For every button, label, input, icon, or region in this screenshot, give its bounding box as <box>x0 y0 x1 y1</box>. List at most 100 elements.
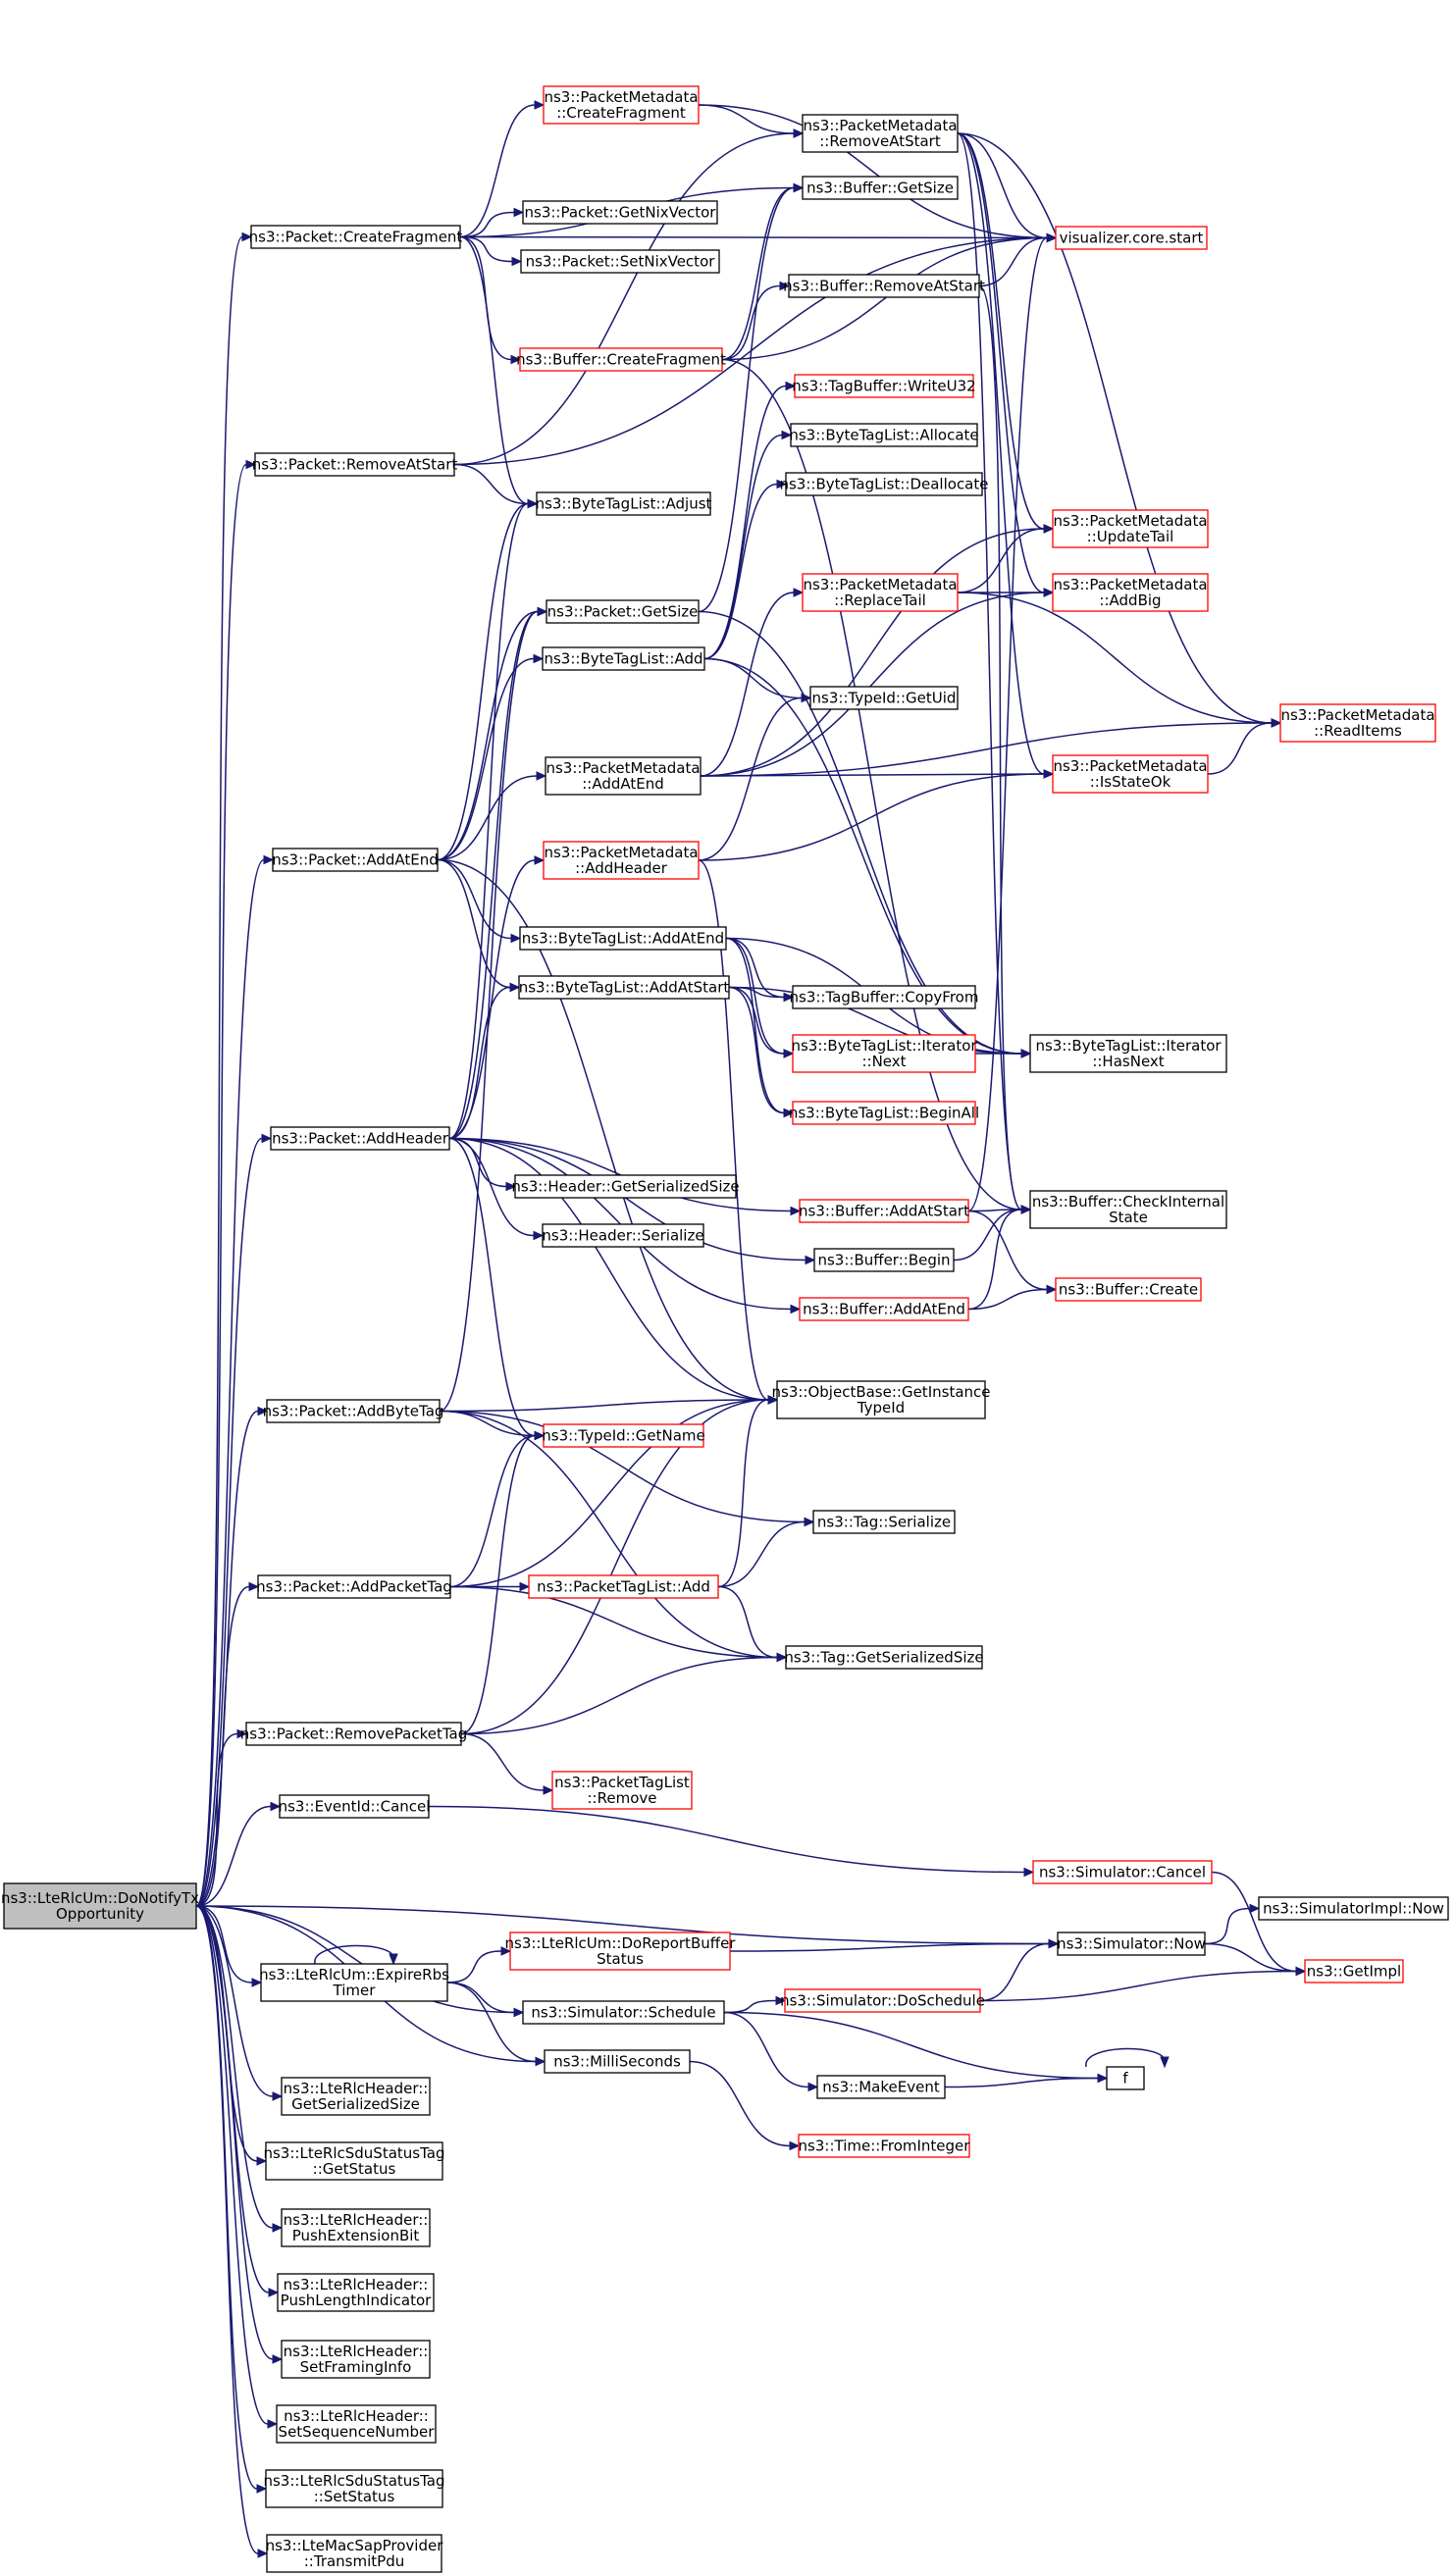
function-node-pli[interactable]: ns3::LteRlcHeader::PushLengthIndicator <box>277 2273 435 2312</box>
function-node-tser[interactable]: ns3::Tag::Serialize <box>812 1510 956 1534</box>
function-node-btlal[interactable]: ns3::ByteTagList::Allocate <box>789 423 979 447</box>
function-node-mkev[interactable]: ns3::MakeEvent <box>816 2075 946 2099</box>
function-node-hgss2[interactable]: ns3::Header::GetSerializedSize <box>511 1174 740 1199</box>
function-node-label: ::RemoveAtStart <box>819 132 941 150</box>
function-node-tgn[interactable]: ns3::TypeId::GetName <box>542 1423 705 1448</box>
function-node-simimpl[interactable]: ns3::SimulatorImpl::Now <box>1258 1896 1449 1921</box>
function-node-pmras[interactable]: ns3::PacketMetadata::RemoveAtStart <box>802 114 959 153</box>
call-edge-btladd-btld <box>703 479 788 660</box>
function-node-msec[interactable]: ns3::MilliSeconds <box>544 2049 691 2074</box>
call-edge-pras-pmras <box>453 129 805 466</box>
function-node-label: ::SetStatus <box>314 2488 395 2505</box>
function-node-pmah[interactable]: ns3::PacketMetadata::AddHeader <box>543 841 700 880</box>
function-node-label: ::Next <box>861 1053 906 1070</box>
function-node-gnv[interactable]: ns3::Packet::GetNixVector <box>522 200 718 225</box>
function-node-bgs[interactable]: ns3::Buffer::GetSize <box>802 176 959 200</box>
function-node-pmiso[interactable]: ns3::PacketMetadata::IsStateOk <box>1052 754 1209 794</box>
function-node-label: ns3::PacketMetadata <box>1053 757 1207 775</box>
function-node-ptlr[interactable]: ns3::PacketTagList::Remove <box>551 1771 693 1810</box>
function-node-pcf[interactable]: ns3::Packet::CreateFragment <box>249 225 463 249</box>
function-node-evc[interactable]: ns3::EventId::Cancel <box>279 1794 431 1819</box>
function-node-pgs[interactable]: ns3::Packet::GetSize <box>546 599 700 624</box>
function-node-pah[interactable]: ns3::Packet::AddHeader <box>270 1126 450 1151</box>
function-node-label: ns3::Packet::AddPacketTag <box>256 1578 452 1596</box>
function-node-btld[interactable]: ns3::ByteTagList::Deallocate <box>779 472 989 496</box>
function-node-peb[interactable]: ns3::LteRlcHeader::PushExtensionBit <box>281 2208 431 2247</box>
function-node-label: ns3::PacketMetadata <box>1053 576 1207 593</box>
function-node-bcr[interactable]: ns3::Buffer::Create <box>1055 1277 1202 1302</box>
function-node-f[interactable]: f <box>1106 2066 1145 2090</box>
function-node-tbw[interactable]: ns3::TagBuffer::WriteU32 <box>792 374 976 398</box>
function-node-simsch[interactable]: ns3::Simulator::Schedule <box>522 2000 725 2025</box>
function-node-papt[interactable]: ns3::Packet::AddPacketTag <box>256 1574 452 1599</box>
function-node-tgu[interactable]: ns3::TypeId::GetUid <box>809 686 959 710</box>
function-node-label: State <box>1109 1209 1148 1226</box>
function-node-btlin[interactable]: ns3::ByteTagList::Iterator::Next <box>791 1034 977 1073</box>
function-node-hser[interactable]: ns3::Header::Serialize <box>542 1223 704 1248</box>
function-node-tfi[interactable]: ns3::Time::FromInteger <box>798 2134 971 2158</box>
function-node-hgss[interactable]: ns3::LteRlcHeader::GetSerializedSize <box>281 2077 431 2116</box>
function-node-pmrt[interactable]: ns3::PacketMetadata::ReplaceTail <box>802 573 959 612</box>
call-edge-erbs-rlcdrbs <box>446 1946 512 1984</box>
function-node-label: ns3::TagBuffer::WriteU32 <box>792 378 975 395</box>
function-node-label: ::CreateFragment <box>556 104 686 122</box>
function-node-vcs[interactable]: visualizer.core.start <box>1055 226 1208 250</box>
function-node-ssn[interactable]: ns3::LteRlcHeader::SetSequenceNumber <box>276 2404 437 2444</box>
function-node-snv[interactable]: ns3::Packet::SetNixVector <box>520 249 720 274</box>
function-node-btlae[interactable]: ns3::ByteTagList::AddAtEnd <box>519 926 727 951</box>
call-edge-pmae-pmrt <box>700 588 805 777</box>
function-node-simnow[interactable]: ns3::Simulator::Now <box>1057 1932 1206 1956</box>
call-edge-root-pae <box>195 854 275 1907</box>
function-node-pabt[interactable]: ns3::Packet::AddByteTag <box>263 1399 444 1423</box>
call-edge-bcf-bras <box>721 281 791 361</box>
call-edge-pcf-snv <box>459 235 523 267</box>
function-node-btladd[interactable]: ns3::ByteTagList::Add <box>542 646 705 671</box>
function-node-tbcf[interactable]: ns3::TagBuffer::CopyFrom <box>790 985 979 1009</box>
function-node-label: ns3::LteRlcUm::DoReportBuffer <box>505 1934 737 1952</box>
function-node-pmab[interactable]: ns3::PacketMetadata::AddBig <box>1052 573 1209 612</box>
function-node-label: ns3::LteRlcSduStatusTag <box>263 2144 444 2162</box>
function-node-getimpl[interactable]: ns3::GetImpl <box>1304 1959 1404 1984</box>
call-edge-bas-vcs <box>967 232 1058 1212</box>
call-edge-ptla-tser <box>717 1517 815 1588</box>
function-node-bae[interactable]: ns3::Buffer::AddAtEnd <box>799 1297 969 1321</box>
call-edge-pgs-bgs <box>698 182 805 613</box>
call-edge-root-hgss <box>195 1905 284 2101</box>
function-node-btlba[interactable]: ns3::ByteTagList::BeginAll <box>789 1101 979 1125</box>
function-node-tgss[interactable]: ns3::Tag::GetSerializedSize <box>784 1645 984 1670</box>
function-node-pmae[interactable]: ns3::PacketMetadata::AddAtEnd <box>545 756 702 796</box>
function-node-sdug[interactable]: ns3::LteRlcSduStatusTag::GetStatus <box>263 2141 445 2181</box>
function-node-sdus[interactable]: ns3::LteRlcSduStatusTag::SetStatus <box>263 2469 445 2508</box>
function-node-simcan[interactable]: ns3::Simulator::Cancel <box>1032 1860 1213 1884</box>
function-node-pmcf[interactable]: ns3::PacketMetadata::CreateFragment <box>543 85 700 125</box>
function-node-label: ns3::Packet::RemovePacketTag <box>240 1726 468 1743</box>
function-node-btla[interactable]: ns3::ByteTagList::Adjust <box>536 491 712 516</box>
function-node-pmut[interactable]: ns3::PacketMetadata::UpdateTail <box>1052 509 1209 548</box>
function-node-pmri[interactable]: ns3::PacketMetadata::ReadItems <box>1279 703 1436 743</box>
call-edge-simds-getimpl <box>979 1966 1307 2002</box>
function-node-label: ns3::Packet::SetNixVector <box>526 253 716 271</box>
function-node-bas[interactable]: ns3::Buffer::AddAtStart <box>799 1199 969 1223</box>
function-node-label: ns3::Buffer::AddAtStart <box>799 1203 969 1220</box>
function-node-pae[interactable]: ns3::Packet::AddAtEnd <box>272 848 439 872</box>
function-node-simds[interactable]: ns3::Simulator::DoSchedule <box>780 1988 985 2013</box>
function-node-sfi[interactable]: ns3::LteRlcHeader::SetFramingInfo <box>281 2340 431 2379</box>
function-node-tpdu[interactable]: ns3::LteMacSapProvider::TransmitPdu <box>266 2534 444 2573</box>
call-edge-erbs-erbs <box>314 1944 398 1966</box>
function-node-label: ns3::Time::FromInteger <box>799 2138 971 2155</box>
function-node-prpt[interactable]: ns3::Packet::RemovePacketTag <box>240 1722 468 1746</box>
function-node-bras[interactable]: ns3::Buffer::RemoveAtStart <box>783 274 985 298</box>
function-node-bcf[interactable]: ns3::Buffer::CreateFragment <box>516 347 726 372</box>
function-node-btlihn[interactable]: ns3::ByteTagList::Iterator::HasNext <box>1029 1034 1227 1073</box>
function-node-btlas[interactable]: ns3::ByteTagList::AddAtStart <box>518 975 730 1000</box>
call-edge-pmras-pmiso <box>957 132 1055 779</box>
function-node-label: ns3::PacketMetadata <box>803 576 957 593</box>
function-node-ptla[interactable]: ns3::PacketTagList::Add <box>528 1574 719 1599</box>
function-node-bbeg[interactable]: ns3::Buffer::Begin <box>813 1248 955 1272</box>
function-node-pras[interactable]: ns3::Packet::RemoveAtStart <box>252 452 458 477</box>
